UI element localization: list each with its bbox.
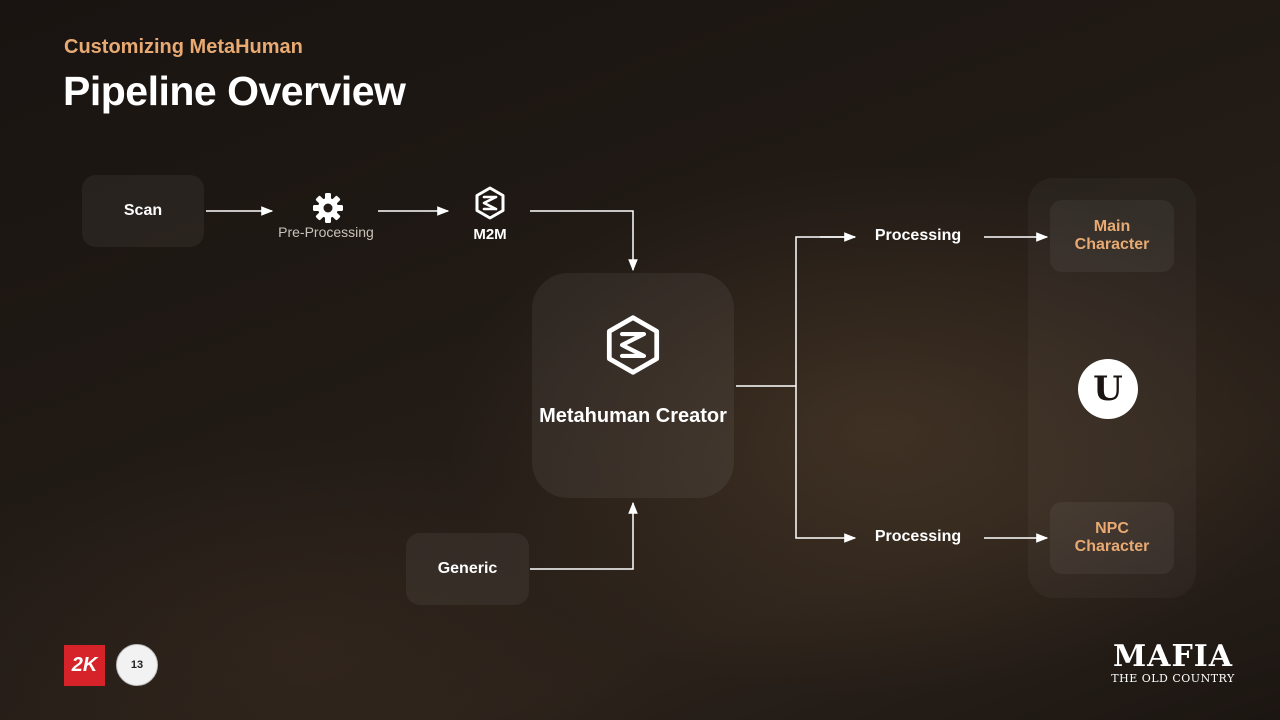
unreal-engine-logo-icon: U	[1078, 359, 1138, 419]
arrow-m2m-to-creator	[530, 210, 638, 272]
npc-character-node: NPC Character	[1050, 502, 1174, 574]
preprocessing-label: Pre-Processing	[278, 224, 374, 240]
split-branch-line	[795, 236, 857, 543]
gear-icon	[313, 193, 343, 223]
mafia-logo-title: MAFIA	[1112, 639, 1234, 674]
mafia-logo: MAFIA THE OLD COUNTRY	[1106, 639, 1240, 686]
section-subtitle: Customizing MetaHuman	[64, 36, 303, 58]
scan-node: Scan	[82, 175, 204, 247]
m2m-label: M2M	[473, 226, 507, 243]
metahuman-logo-icon	[475, 186, 505, 220]
npc-character-label: NPC Character	[1074, 520, 1150, 555]
mafia-logo-subtitle: THE OLD COUNTRY	[1111, 672, 1235, 685]
2k-logo: 2K	[64, 645, 105, 686]
processing-top-label: Processing	[874, 227, 962, 244]
metahuman-creator-node	[532, 273, 734, 498]
metahuman-creator-label: Metahuman Creator	[539, 405, 727, 427]
scan-label: Scan	[123, 202, 163, 219]
processing-bottom-label: Processing	[874, 528, 962, 545]
main-character-node: Main Character	[1050, 200, 1174, 272]
hangar13-logo: 13	[116, 644, 158, 686]
metahuman-creator-icon	[606, 315, 660, 375]
arrow-generic-to-creator	[530, 501, 638, 570]
page-title: Pipeline Overview	[63, 68, 406, 114]
generic-node: Generic	[406, 533, 529, 605]
generic-label: Generic	[437, 560, 498, 577]
main-character-label: Main Character	[1074, 218, 1150, 253]
